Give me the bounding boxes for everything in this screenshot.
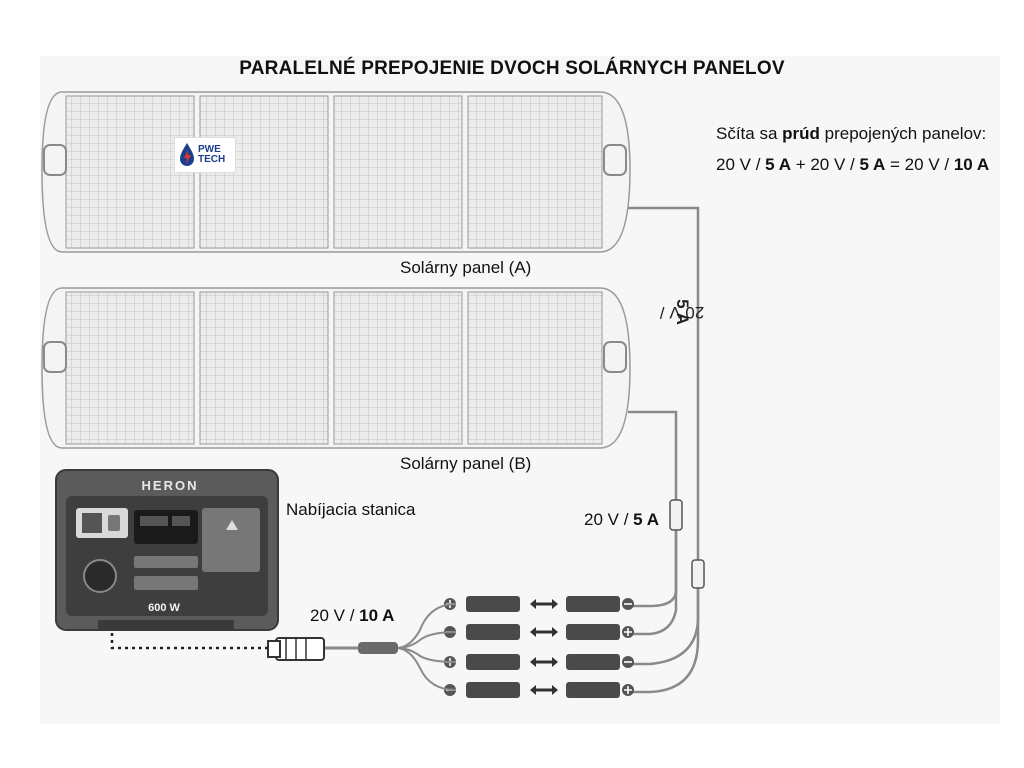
mc4-row-1 (444, 596, 634, 612)
cable-panel-b (628, 410, 678, 636)
mc4-row-3 (444, 654, 634, 670)
output-cable-rating: 20 V / 10 A (310, 606, 395, 625)
output-cable (267, 603, 457, 691)
panel-b-label: Solárny panel (B) (400, 454, 532, 473)
lightning-drop-icon (180, 143, 194, 166)
cable-a-rating: 20 V / 5 A (659, 299, 705, 325)
formula-line-1: Sčíta sa prúd prepojených panelov: (716, 124, 987, 143)
station-brand-logo: HERON (141, 478, 199, 493)
station-label: Nabíjacia stanica (286, 500, 416, 519)
current-sum-formula: Sčíta sa prúd prepojených panelov: 20 V … (716, 118, 989, 180)
mc4-row-4 (444, 682, 634, 698)
diagram-title: PARALELNÉ PREPOJENIE DVOCH SOLÁRNYCH PAN… (239, 58, 785, 79)
solar-panel-b (41, 287, 631, 449)
cable-panel-a (628, 206, 700, 694)
formula-line-2: 20 V / 5 A + 20 V / 5 A = 20 V / 10 A (716, 155, 990, 174)
mc4-connectors (444, 596, 634, 698)
pwe-tech-logo: PWE TECH (174, 137, 236, 173)
solar-panel-a (41, 91, 631, 253)
cable-b-rating: 20 V / 5 A (584, 510, 659, 529)
panel-a-label: Solárny panel (A) (400, 258, 532, 277)
station-wattage: 600 W (148, 602, 180, 614)
charging-station (55, 469, 279, 631)
inline-fuse (669, 499, 705, 589)
mc4-row-2 (444, 624, 634, 640)
